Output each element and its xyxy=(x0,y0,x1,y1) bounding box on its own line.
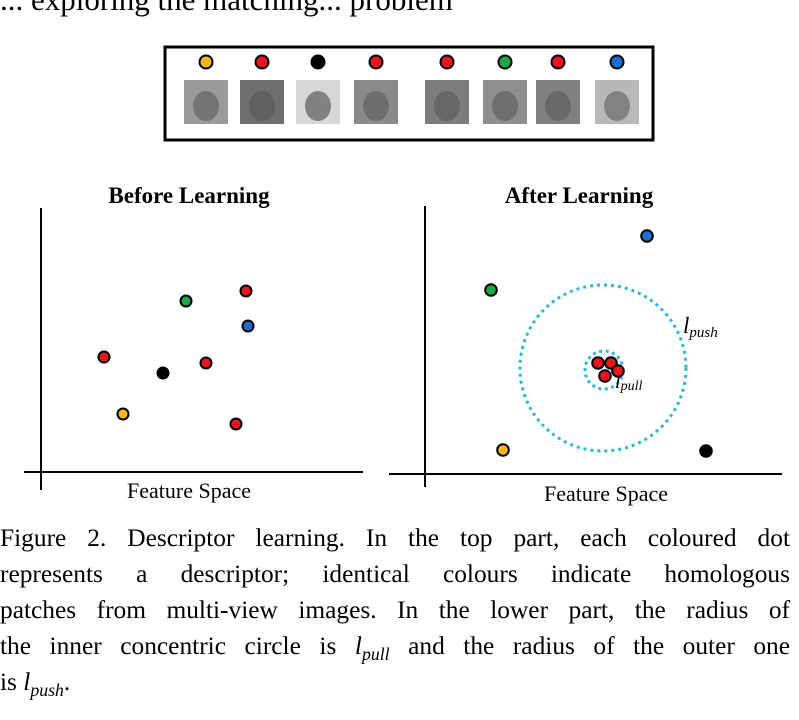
patch-statue-shape xyxy=(193,91,219,121)
before-descriptor-dot xyxy=(116,407,130,421)
patch-statue-shape xyxy=(249,91,275,121)
caption-line-1: Figure 2. Descriptor learning. In the to… xyxy=(0,524,790,552)
patch-statue-shape xyxy=(604,91,630,121)
cropped-top-text: ... exploring the matching... problem xyxy=(0,0,799,40)
before-dots xyxy=(97,284,255,431)
after-dots xyxy=(484,229,713,458)
patch-dot xyxy=(439,54,455,70)
patch-dot xyxy=(550,54,566,70)
after-title: After Learning xyxy=(505,183,654,208)
push-label: lpush xyxy=(683,313,718,341)
patch-dot xyxy=(497,54,513,70)
patch-statue-shape xyxy=(545,91,571,121)
after-x-label: Feature Space xyxy=(544,481,668,506)
before-descriptor-dot xyxy=(199,356,213,370)
caption-line-4: the inner concentric circle is lpull and… xyxy=(0,632,790,664)
before-descriptor-dot xyxy=(239,284,253,298)
patch-dot xyxy=(310,54,326,70)
before-descriptor-dot xyxy=(156,366,170,380)
after-descriptor-dot xyxy=(640,229,654,243)
before-x-label: Feature Space xyxy=(127,478,251,503)
caption-line-3: patches from multi-view images. In the l… xyxy=(0,596,790,624)
pull-label: lpull xyxy=(615,371,642,394)
patch-dot xyxy=(254,54,270,70)
figure-caption: Figure 2. Descriptor learning. In the to… xyxy=(0,520,790,700)
patch-dot xyxy=(368,54,384,70)
after-descriptor-dot xyxy=(699,444,713,458)
after-descriptor-dot xyxy=(591,356,605,370)
patch-dot xyxy=(609,54,625,70)
patch-statue-shape xyxy=(363,91,389,121)
push-circle xyxy=(518,283,688,453)
patch-statue-shape xyxy=(305,91,331,121)
after-descriptor-dot xyxy=(484,283,498,297)
before-title: Before Learning xyxy=(108,183,270,208)
patch-statue-shape xyxy=(492,91,518,121)
before-descriptor-dot xyxy=(97,350,111,364)
after-descriptor-dot xyxy=(496,443,510,457)
patch-images xyxy=(184,80,639,124)
patch-dot xyxy=(198,54,214,70)
before-descriptor-dot xyxy=(241,319,255,333)
after-descriptor-dot xyxy=(611,364,625,378)
after-descriptor-dot xyxy=(598,369,612,383)
patch-strip-frame xyxy=(163,45,655,142)
top-text: ... exploring the matching... problem xyxy=(0,0,453,15)
before-descriptor-dot xyxy=(179,294,193,308)
caption-line-5: is lpush. xyxy=(0,668,71,700)
patch-statue-shape xyxy=(434,91,460,121)
descriptor-diagram: Before Learning Feature Space After Lear… xyxy=(24,45,782,506)
before-descriptor-dot xyxy=(229,417,243,431)
caption-line-2: represents a descriptor; identical colou… xyxy=(0,560,790,588)
patch-dots xyxy=(198,54,625,70)
